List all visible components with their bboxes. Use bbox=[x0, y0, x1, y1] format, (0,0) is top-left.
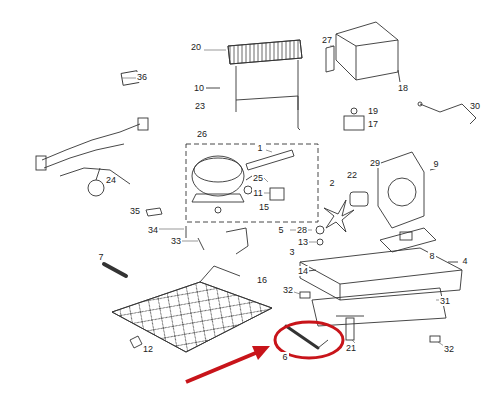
callout-number: 3 bbox=[288, 247, 295, 257]
callout-number: 4 bbox=[461, 256, 468, 266]
callout-number: 27 bbox=[321, 35, 333, 45]
callout-number: 14 bbox=[297, 266, 309, 276]
callout-number: 15 bbox=[258, 202, 270, 212]
callout-number: 1 bbox=[256, 143, 263, 153]
red-arrowhead bbox=[252, 346, 270, 360]
callout-number: 31 bbox=[439, 296, 451, 306]
callout-number: 34 bbox=[147, 225, 159, 235]
callout-number: 7 bbox=[97, 252, 104, 262]
callout-number: 23 bbox=[194, 101, 206, 111]
callout-number: 5 bbox=[277, 225, 284, 235]
callout-number: 8 bbox=[428, 251, 435, 261]
callout-number: 18 bbox=[397, 83, 409, 93]
callout-number: 12 bbox=[142, 344, 154, 354]
callout-number: 32 bbox=[443, 344, 455, 354]
callout-number: 13 bbox=[297, 237, 309, 247]
callout-number: 17 bbox=[367, 119, 379, 129]
callout-number: 33 bbox=[170, 236, 182, 246]
callout-number: 20 bbox=[190, 42, 202, 52]
callout-number: 35 bbox=[129, 206, 141, 216]
callout-number: 10 bbox=[193, 83, 205, 93]
callout-number: 6 bbox=[281, 352, 288, 362]
callout-number: 24 bbox=[105, 175, 117, 185]
callout-number: 28 bbox=[296, 225, 308, 235]
callout-number: 36 bbox=[136, 72, 148, 82]
callout-number: 19 bbox=[367, 106, 379, 116]
callout-number: 11 bbox=[252, 188, 263, 198]
callout-number: 22 bbox=[346, 170, 358, 180]
callout-number: 9 bbox=[432, 159, 439, 169]
callout-number: 29 bbox=[369, 158, 381, 168]
callout-number: 2 bbox=[328, 178, 335, 188]
callout-number: 16 bbox=[256, 275, 268, 285]
red-arrow bbox=[186, 352, 258, 382]
callout-number: 32 bbox=[282, 285, 294, 295]
callout-number: 30 bbox=[469, 101, 481, 111]
callout-number: 25 bbox=[252, 173, 264, 183]
callout-number: 26 bbox=[196, 129, 208, 139]
callout-number: 21 bbox=[345, 343, 357, 353]
